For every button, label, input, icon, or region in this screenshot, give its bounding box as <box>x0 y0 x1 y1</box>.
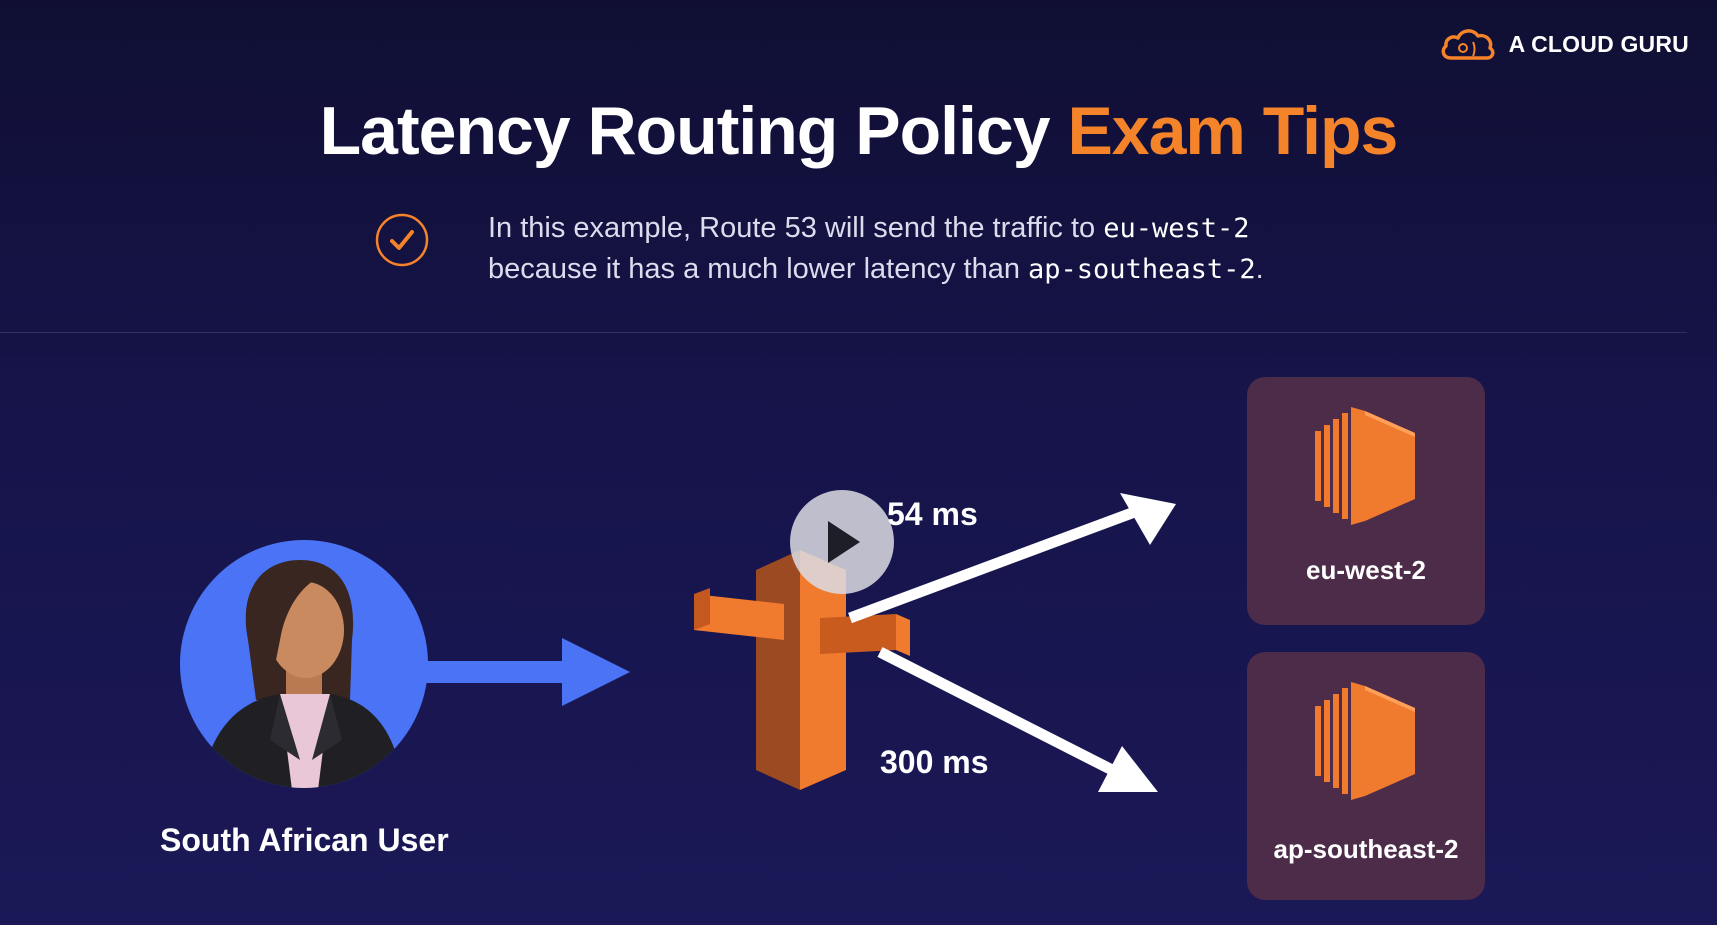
ec2-instance-icon <box>1315 407 1419 525</box>
route53-signpost-icon <box>694 550 910 790</box>
region-card-ap-southeast-2: ap-southeast-2 <box>1247 652 1485 900</box>
region-card-eu-west-2: eu-west-2 <box>1247 377 1485 625</box>
user-avatar <box>180 540 428 800</box>
play-icon <box>822 519 862 565</box>
play-button[interactable] <box>790 490 894 594</box>
user-label: South African User <box>160 822 449 859</box>
region-label-eu: eu-west-2 <box>1247 555 1485 586</box>
ec2-instance-icon <box>1315 682 1419 800</box>
latency-ap-label: 300 ms <box>880 744 989 781</box>
user-to-route53-arrow <box>425 638 630 706</box>
region-label-ap: ap-southeast-2 <box>1247 834 1485 865</box>
latency-eu-label: 54 ms <box>887 496 978 533</box>
